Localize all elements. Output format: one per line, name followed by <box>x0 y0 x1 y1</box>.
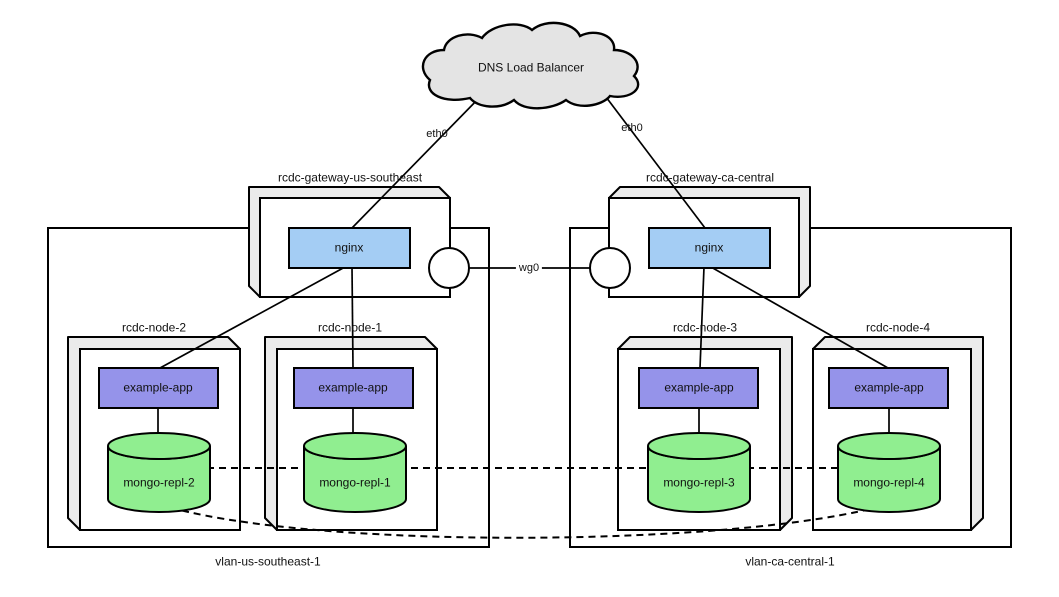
db-4-cylinder <box>837 432 941 513</box>
app-2-label: example-app <box>123 380 193 395</box>
wg-interface-left-circle <box>428 247 470 289</box>
app-1-label: example-app <box>318 380 388 395</box>
edge-nginx-right-to-app-3 <box>699 266 705 369</box>
gateway-right-label: rcdc-gateway-ca-central <box>645 170 775 185</box>
wg-interface-right-circle <box>589 247 631 289</box>
db-2-label: mongo-repl-2 <box>123 475 195 490</box>
db-1-cylinder <box>303 432 407 513</box>
node-4-label: rcdc-node-4 <box>865 320 931 335</box>
node-2-label: rcdc-node-2 <box>121 320 187 335</box>
nginx-left-shape <box>288 227 411 269</box>
eth0-left-label: eth0 <box>426 127 448 140</box>
db-2-cylinder <box>107 432 211 513</box>
edge-cloud-to-gateway-left <box>351 95 482 229</box>
wg0-label: wg0 <box>515 261 543 275</box>
nginx-right-label: nginx <box>694 240 724 255</box>
edge-nginx-left-to-app-1 <box>351 266 354 369</box>
dns-cloud-label: DNS Load Balancer <box>477 60 585 75</box>
app-4-label: example-app <box>854 380 924 395</box>
edge-replicaset-ring <box>158 503 890 539</box>
edge-nginx-right-to-app-4 <box>710 266 889 369</box>
vlan-left-label: vlan-us-southeast-1 <box>215 554 321 569</box>
edge-nginx-left-to-app-2 <box>159 266 346 369</box>
db-4-label: mongo-repl-4 <box>853 475 925 490</box>
dns-cloud-shape <box>421 21 640 110</box>
vlan-right-label: vlan-ca-central-1 <box>745 554 835 569</box>
app-3-shape <box>638 367 759 409</box>
nginx-left-label: nginx <box>334 240 364 255</box>
db-3-cylinder <box>647 432 751 513</box>
app-2-shape <box>98 367 219 409</box>
eth0-right-label: eth0 <box>621 121 643 134</box>
db-3-label: mongo-repl-3 <box>663 475 735 490</box>
app-4-shape <box>828 367 949 409</box>
nginx-right-shape <box>648 227 771 269</box>
app-1-shape <box>293 367 414 409</box>
node-1-label: rcdc-node-1 <box>317 320 383 335</box>
node-3-label: rcdc-node-3 <box>672 320 738 335</box>
gateway-left-label: rcdc-gateway-us-southeast <box>277 170 423 185</box>
edge-cloud-to-gateway-right <box>602 92 706 229</box>
app-3-label: example-app <box>664 380 734 395</box>
db-1-label: mongo-repl-1 <box>319 475 391 490</box>
